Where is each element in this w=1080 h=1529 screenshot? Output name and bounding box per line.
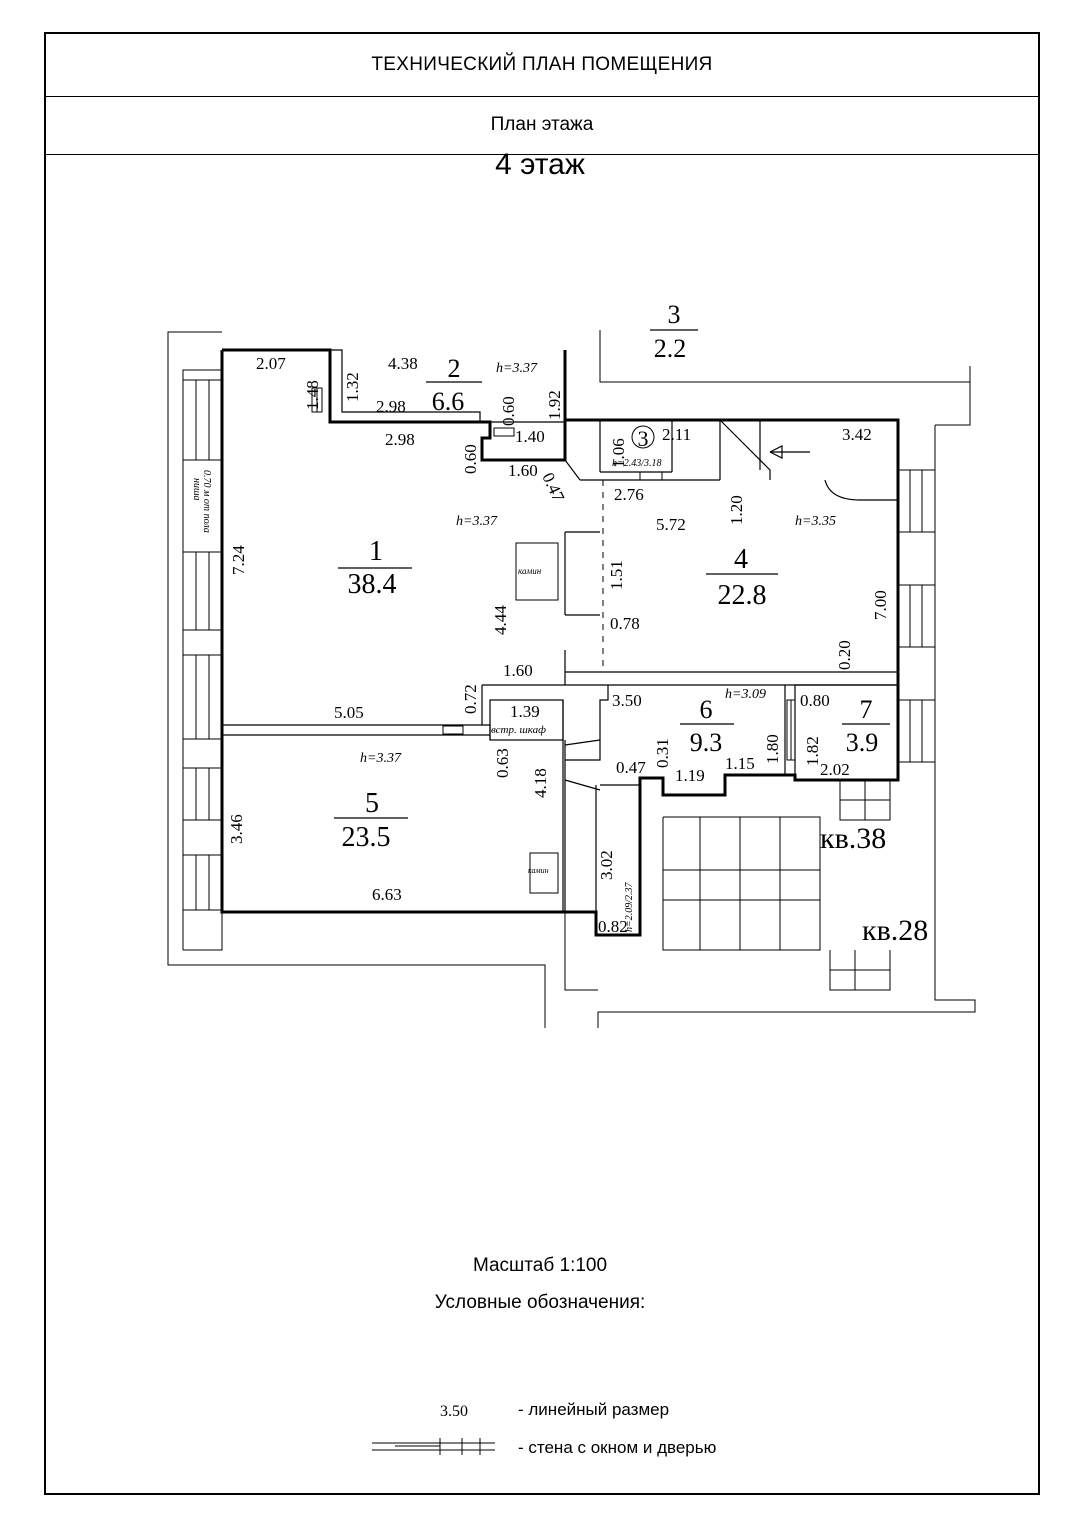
dim: 1.48 bbox=[303, 380, 322, 410]
dim: 1.51 bbox=[607, 560, 626, 590]
dim: 0.60 bbox=[461, 444, 480, 474]
room-1-area: 38.4 bbox=[348, 569, 397, 600]
dim: 1.06 bbox=[609, 438, 628, 468]
height-room-2: h=3.37 bbox=[496, 361, 538, 376]
dim: 0.78 bbox=[610, 614, 640, 633]
dim: 1.20 bbox=[727, 495, 746, 525]
fireplace-label-1: камин bbox=[518, 566, 542, 576]
fireplaces bbox=[515, 542, 559, 894]
height-room-1: h=3.37 bbox=[456, 514, 498, 529]
dim: 5.72 bbox=[656, 515, 686, 534]
dim: 1.15 bbox=[725, 754, 755, 773]
dim: 4.44 bbox=[491, 605, 510, 635]
dim: 1.19 bbox=[675, 766, 705, 785]
sheet-title: ТЕХНИЧЕСКИЙ ПЛАН ПОМЕЩЕНИЯ bbox=[46, 34, 1038, 97]
dim: 1.39 bbox=[510, 702, 540, 721]
dim: 2.98 bbox=[376, 397, 406, 416]
height-room-5: h=3.37 bbox=[360, 751, 402, 766]
left-windows bbox=[182, 379, 223, 911]
dim: 7.24 bbox=[229, 545, 248, 575]
dim: 2.07 bbox=[256, 354, 286, 373]
room-6-number: 6 bbox=[700, 695, 713, 724]
height-corridor: h=2.09/2.37 bbox=[624, 881, 635, 932]
dim: 4.38 bbox=[388, 354, 418, 373]
room-3-number: 3 bbox=[668, 300, 681, 329]
dim: 3.42 bbox=[842, 425, 872, 444]
room-6-area: 9.3 bbox=[690, 728, 723, 757]
dim: 0.63 bbox=[493, 748, 512, 778]
dim: 2.11 bbox=[662, 425, 691, 444]
dim: 1.60 bbox=[508, 461, 538, 480]
legend-sample-dimension: 3.50 bbox=[440, 1403, 468, 1420]
dim: 3.50 bbox=[612, 691, 642, 710]
room-3-area: 2.2 bbox=[654, 334, 687, 363]
apartment-outline bbox=[220, 348, 900, 937]
legend-text-wall: - стена с окном и дверью bbox=[518, 1438, 717, 1457]
dim: 0.80 bbox=[800, 691, 830, 710]
legend-title: Условные обозначения: bbox=[434, 1292, 646, 1313]
wardrobe-label: встр. шкаф bbox=[491, 724, 546, 736]
room-3-circled: 3 bbox=[638, 426, 649, 451]
dim: 3.46 bbox=[227, 814, 246, 844]
dim: 0.47 bbox=[616, 758, 646, 777]
dim: 2.02 bbox=[820, 760, 850, 779]
room-5-area: 23.5 bbox=[342, 822, 391, 853]
room-5-number: 5 bbox=[365, 788, 379, 819]
opening-lines bbox=[602, 480, 870, 673]
height-room-6: h=3.09 bbox=[725, 687, 766, 702]
dim: 7.00 bbox=[871, 590, 890, 620]
dim: 4.18 bbox=[531, 768, 550, 798]
room-2-area: 6.6 bbox=[432, 387, 465, 416]
right-windows bbox=[897, 469, 936, 763]
room-7-number: 7 bbox=[860, 695, 873, 724]
dim: 0.20 bbox=[835, 640, 854, 670]
fireplace-label-5: камин bbox=[528, 866, 549, 875]
legend-text-dimension: - линейный размер bbox=[518, 1400, 670, 1419]
height-room-4: h=3.35 bbox=[795, 514, 836, 529]
wall-symbol bbox=[372, 1438, 495, 1455]
sheet-subtitle: План этажа bbox=[46, 96, 1038, 155]
dim: 0.60 bbox=[499, 396, 518, 426]
dim: 1.82 bbox=[803, 736, 822, 766]
dim: 2.98 bbox=[385, 430, 415, 449]
annotations: камин камин встр. шкаф ниша 0.70 м от по… bbox=[191, 470, 549, 875]
height-room-3: h=2.43/3.18 bbox=[612, 458, 662, 469]
room-labels: 1 38.4 2 6.6 3 2.2 3 4 22.8 5 23.5 6 9.3… bbox=[334, 300, 890, 853]
dim: 3.02 bbox=[597, 850, 616, 880]
dim: 0.72 bbox=[461, 684, 480, 714]
interior-walls bbox=[222, 349, 898, 912]
dim: 1.80 bbox=[763, 734, 782, 764]
dim: 1.32 bbox=[343, 372, 362, 402]
niche-label: ниша bbox=[191, 478, 202, 501]
floor-label: 4 этаж bbox=[495, 148, 585, 181]
room-4-number: 4 bbox=[734, 544, 748, 575]
dim: 1.40 bbox=[515, 427, 545, 446]
dim: 2.76 bbox=[614, 485, 644, 504]
room-2-number: 2 bbox=[448, 354, 461, 383]
room-4-area: 22.8 bbox=[718, 580, 767, 611]
dim: 0.82 bbox=[598, 917, 628, 936]
niche-note: 0.70 м от пола bbox=[201, 470, 212, 533]
dim: 1.92 bbox=[545, 390, 564, 420]
dim: 0.31 bbox=[653, 738, 672, 768]
dim: 6.63 bbox=[372, 885, 402, 904]
dim: 5.05 bbox=[334, 703, 364, 722]
dim: 1.60 bbox=[503, 661, 533, 680]
dim: 0.47 bbox=[538, 470, 568, 505]
dimension-labels: 2.07 4.38 1.48 1.32 2.98 2.98 0.60 1.92 … bbox=[227, 354, 890, 936]
room-7-area: 3.9 bbox=[846, 728, 879, 757]
apartment-28-label: кв.28 bbox=[862, 914, 928, 947]
apartment-38-label: кв.38 bbox=[820, 822, 886, 855]
door-markers bbox=[311, 387, 796, 761]
drawing-sheet: ТЕХНИЧЕСКИЙ ПЛАН ПОМЕЩЕНИЯ План этажа bbox=[44, 32, 1040, 1495]
scale-label: Масштаб 1:100 bbox=[472, 1255, 608, 1276]
room-1-number: 1 bbox=[369, 536, 383, 567]
ceiling-heights: h=3.37 h=3.37 h=3.35 h=3.37 h=3.09 h=2.4… bbox=[360, 361, 836, 932]
building-outline bbox=[167, 330, 976, 1028]
